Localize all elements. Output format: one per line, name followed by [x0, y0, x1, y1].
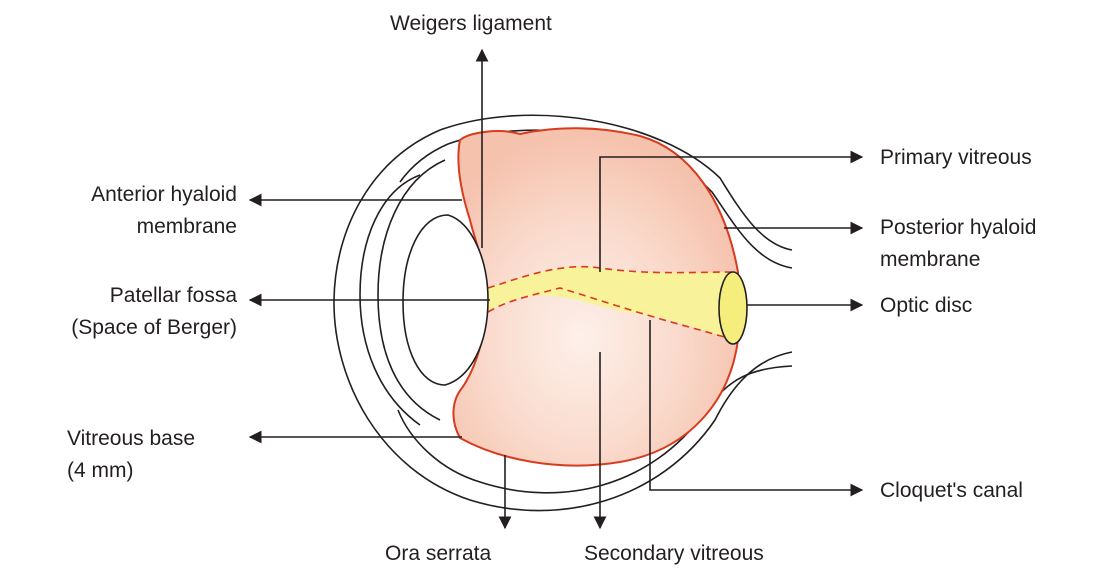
vitreous-base-label-line1: Vitreous base	[67, 427, 195, 450]
cornea	[359, 174, 421, 426]
primary-vitreous-label: Primary vitreous	[880, 146, 1032, 169]
canal-lower-wall	[487, 287, 736, 341]
cloquets-canal-pointer	[649, 320, 864, 497]
posterior-hyaloid-label-line1: Posterior hyaloid	[880, 216, 1036, 239]
optic-disc-label: Optic disc	[880, 294, 972, 317]
posterior-hyaloid-label-line2: membrane	[880, 248, 980, 271]
secondary-vitreous-label: Secondary vitreous	[584, 542, 764, 565]
ora-serrata-label: Ora serrata	[385, 542, 492, 565]
cornea-inner	[377, 159, 446, 421]
patellar-fossa-label-line1: Patellar fossa	[110, 284, 238, 307]
cloquets-canal-label: Cloquet's canal	[880, 479, 1023, 502]
weigers-ligament-label: Weigers ligament	[390, 12, 552, 35]
anterior-hyaloid-label-line1: Anterior hyaloid	[91, 183, 237, 206]
patellar-fossa-label-line2: (Space of Berger)	[71, 316, 237, 339]
vitreous-base-label-line2: (4 mm)	[67, 459, 134, 482]
cloquets-canal	[488, 266, 735, 340]
primary-vitreous-pointer	[599, 150, 864, 272]
optic-disc	[718, 271, 748, 345]
anterior-hyaloid-label-line2: membrane	[137, 215, 237, 238]
